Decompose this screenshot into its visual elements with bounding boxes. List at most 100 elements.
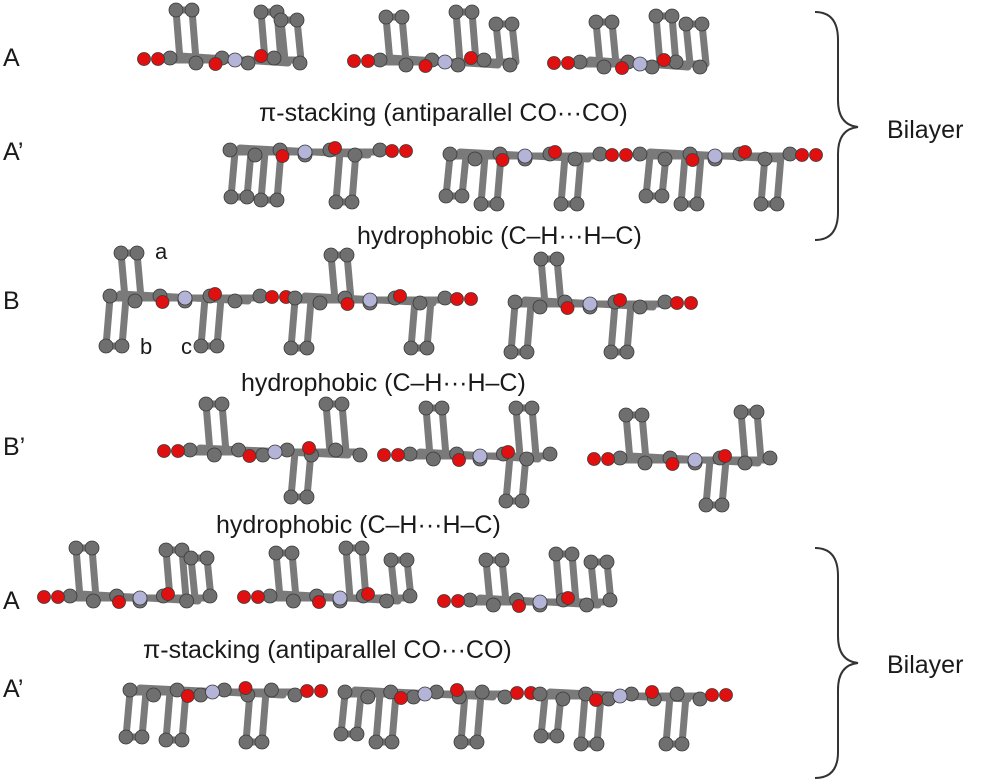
atom xyxy=(269,192,285,208)
atom xyxy=(299,340,315,356)
bond xyxy=(528,404,540,460)
bond xyxy=(577,692,589,748)
atom xyxy=(127,293,143,309)
bond xyxy=(288,549,300,602)
atom xyxy=(452,453,466,467)
atom xyxy=(265,290,279,304)
atom xyxy=(637,455,653,471)
bond xyxy=(287,296,299,352)
interaction-pi-stacking-top: π-stacking (antiparallel CO···CO) xyxy=(259,99,628,127)
atom xyxy=(669,686,685,702)
atom xyxy=(419,340,435,356)
atom xyxy=(399,144,413,158)
atom xyxy=(158,732,174,748)
atom xyxy=(146,687,161,703)
bond xyxy=(398,13,410,66)
atom xyxy=(604,14,620,30)
atom xyxy=(188,55,204,71)
molecule xyxy=(37,540,218,609)
molecule xyxy=(222,141,413,210)
molecule xyxy=(587,404,778,513)
atom xyxy=(337,684,353,700)
atom xyxy=(685,153,700,167)
atom xyxy=(603,344,619,360)
atom xyxy=(255,447,271,463)
molecule xyxy=(438,145,633,212)
bond xyxy=(332,148,344,206)
substituent-label-c: c xyxy=(181,334,192,359)
atom xyxy=(206,447,222,463)
layer-label-a-prime-bottom: A’ xyxy=(3,675,24,703)
atom xyxy=(657,53,671,67)
atom xyxy=(494,552,510,568)
atom xyxy=(354,540,370,556)
atom xyxy=(612,688,628,704)
atom xyxy=(462,592,478,608)
atom xyxy=(561,56,575,70)
atom xyxy=(344,194,360,210)
atom xyxy=(362,292,378,308)
atom xyxy=(402,446,418,462)
atom xyxy=(349,726,365,742)
atom xyxy=(137,52,151,66)
atom xyxy=(171,444,185,458)
bond xyxy=(753,408,765,464)
atom xyxy=(632,146,648,162)
bond xyxy=(202,400,214,456)
atom xyxy=(283,489,299,505)
atom xyxy=(283,340,299,356)
bilayer-label-top: Bilayer xyxy=(887,116,964,144)
atom xyxy=(158,542,174,558)
atom xyxy=(476,52,492,68)
atom xyxy=(670,296,684,310)
atom xyxy=(174,732,190,748)
atom xyxy=(532,594,548,610)
atom xyxy=(384,734,400,750)
molecule xyxy=(333,683,538,750)
bond xyxy=(342,544,354,602)
atom xyxy=(202,588,218,604)
interaction-pi-stacking-bottom: π-stacking (antiparallel CO···CO) xyxy=(143,636,512,664)
atom xyxy=(678,16,694,32)
atom xyxy=(583,554,599,570)
molecule xyxy=(503,251,698,360)
atom xyxy=(402,588,418,604)
atom xyxy=(547,56,561,70)
atom xyxy=(687,452,703,468)
atom xyxy=(62,588,78,604)
atom xyxy=(618,407,634,423)
atom xyxy=(692,691,708,707)
atom xyxy=(198,396,214,412)
atom xyxy=(299,489,315,505)
atom xyxy=(619,344,635,360)
atom xyxy=(177,290,193,306)
atom xyxy=(674,736,690,752)
atom xyxy=(378,9,394,25)
atom xyxy=(113,245,129,261)
atom xyxy=(122,682,138,698)
atom xyxy=(587,452,601,466)
atom xyxy=(549,728,565,744)
atom xyxy=(247,147,263,163)
atom xyxy=(231,442,246,458)
atom xyxy=(112,595,126,609)
atom xyxy=(503,344,519,360)
bond xyxy=(407,296,419,352)
bond xyxy=(372,690,384,746)
atom xyxy=(157,444,171,458)
bond xyxy=(118,294,130,350)
atom xyxy=(634,407,650,423)
atom xyxy=(275,149,290,163)
atom xyxy=(762,450,778,466)
atom xyxy=(205,684,220,700)
atom xyxy=(312,595,326,609)
atom xyxy=(489,196,505,212)
atom xyxy=(668,54,684,70)
bond xyxy=(662,692,674,748)
atom xyxy=(102,288,118,304)
atom xyxy=(377,448,391,462)
atom xyxy=(360,689,376,705)
atom xyxy=(613,293,627,307)
atom xyxy=(601,452,615,466)
atom xyxy=(391,448,405,462)
